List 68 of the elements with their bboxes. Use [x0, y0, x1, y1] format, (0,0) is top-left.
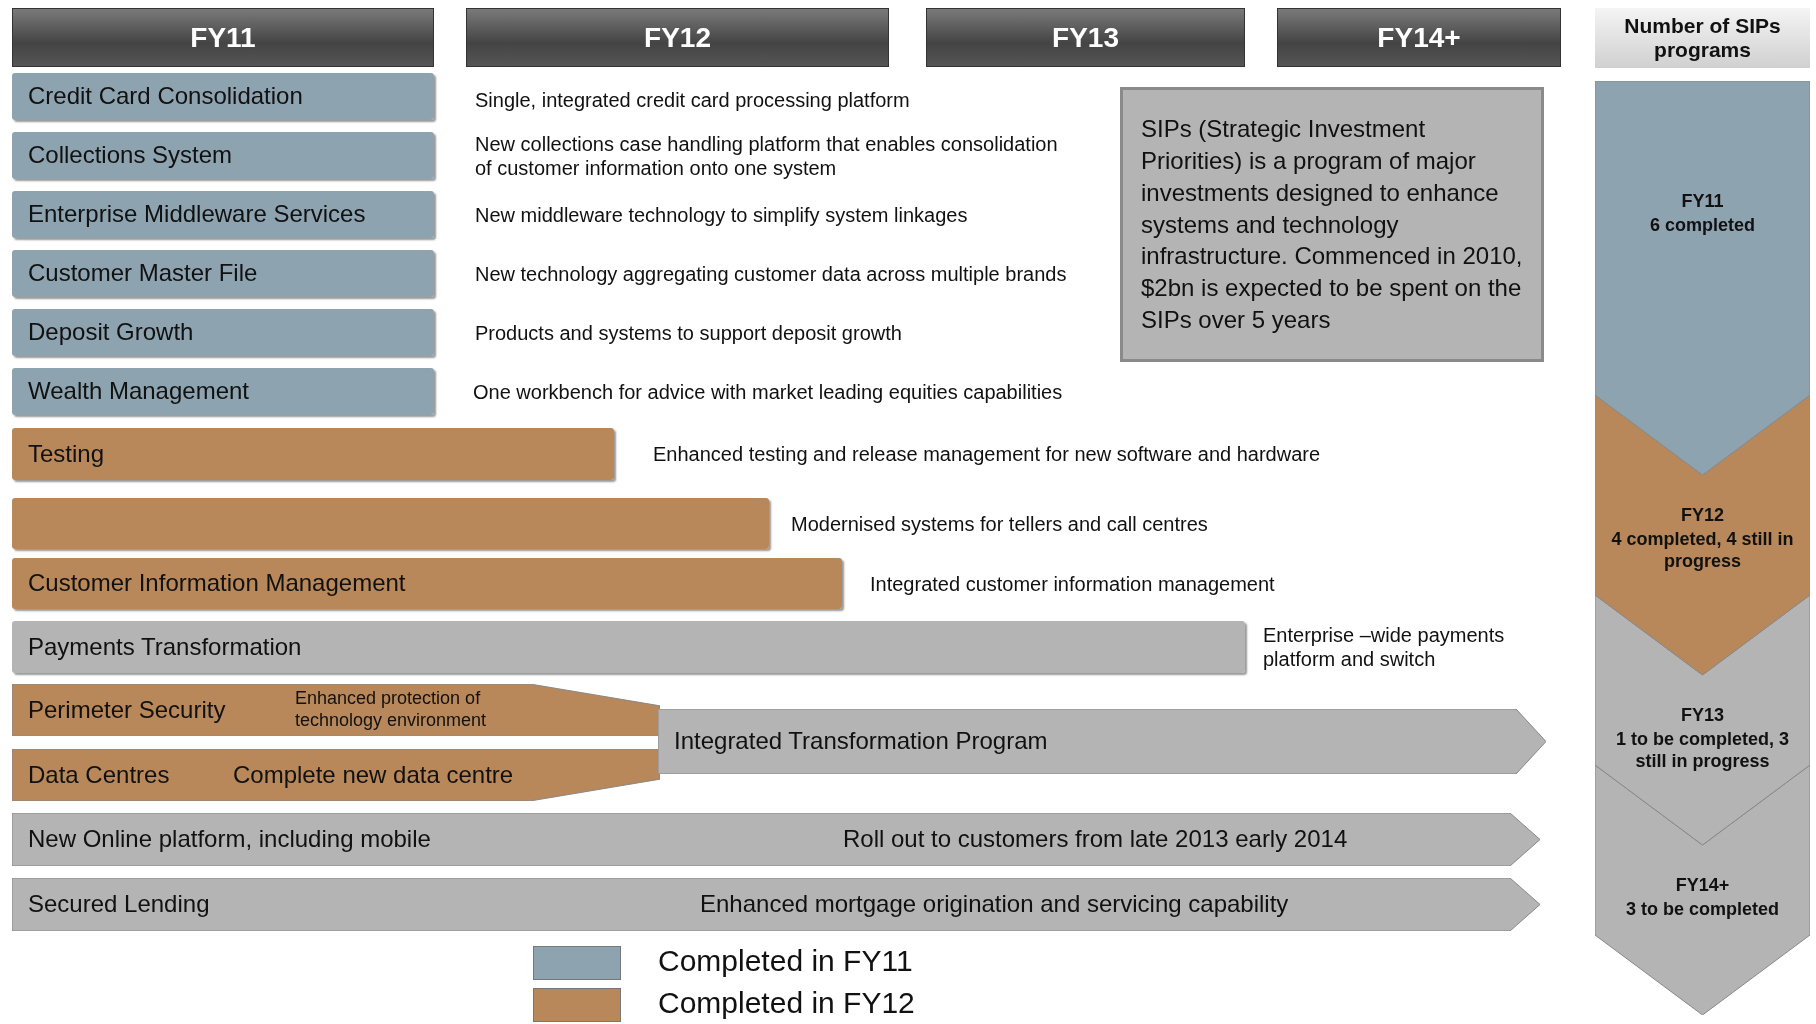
- program-bar: [12, 191, 434, 238]
- program-name: Secured Lending: [28, 889, 211, 920]
- program-bar: [12, 73, 434, 120]
- program-bar: [12, 878, 1540, 931]
- program-note: Complete new data centre: [233, 759, 515, 790]
- program-name: Testing: [28, 438, 106, 469]
- status-text: 6 completed: [1649, 215, 1756, 237]
- year-header: [12, 8, 434, 67]
- year-header: [926, 8, 1245, 67]
- header-text: FY12: [643, 20, 712, 55]
- year-label: FY14+: [1674, 875, 1731, 897]
- program-bar: [12, 558, 842, 609]
- year-header: [466, 8, 889, 67]
- description-text: Modernised systems for tellers and call centres: [791, 511, 1209, 537]
- description-text: Products and systems to support deposit growth: [475, 320, 903, 346]
- year-header: [1277, 8, 1561, 67]
- program-bar: [12, 368, 434, 415]
- status-text: 4 completed, 4 still in progress: [1610, 529, 1795, 573]
- program-name: Perimeter Security: [28, 694, 227, 725]
- program-name: Collections System: [28, 140, 234, 171]
- program-bar: [12, 250, 434, 297]
- program-name: Enterprise Middleware Services: [28, 199, 367, 230]
- program-bar: [12, 132, 434, 179]
- program-bar: [658, 709, 1546, 774]
- description-text: Enhanced testing and release management for new software and hardware: [653, 442, 1322, 467]
- year-label: FY11: [1680, 191, 1725, 213]
- description-text: New middleware technology to simplify system linkages: [475, 202, 969, 228]
- program-name: Data Centres: [28, 759, 171, 790]
- program-name: Credit Card Consolidation: [28, 81, 304, 112]
- program-name: Deposit Growth: [28, 317, 195, 348]
- header-text: Number of SIPs programs: [1623, 13, 1782, 63]
- program-bar: [12, 498, 769, 549]
- header-text: FY14+: [1376, 20, 1462, 55]
- info-text: SIPs (Strategic Investment Priorities) is a program of major investments designed to enhance systems and technology infrastructure. Commenced in 2010, $2bn is expected to be spent on the SIPs over 5 years: [1141, 113, 1524, 336]
- header-text: FY11: [189, 20, 257, 55]
- description-text: Enterprise –wide payments platform and switch: [1263, 623, 1506, 672]
- program-bar: [12, 309, 434, 356]
- description-text: Single, integrated credit card processing platform: [475, 88, 910, 113]
- program-name: Payments Transformation: [28, 631, 303, 662]
- year-label: FY12: [1680, 505, 1725, 527]
- program-bar: [12, 749, 660, 801]
- program-note: Enhanced mortgage origination and servicing capability: [700, 889, 1290, 920]
- description-text: One workbench for advice with market leading equities capabilities: [473, 379, 1064, 405]
- column-header: [1595, 8, 1810, 68]
- program-name: Integrated Transformation Program: [674, 726, 1049, 757]
- program-bar: [12, 813, 1540, 866]
- program-bar: [12, 621, 1245, 673]
- year-label: FY13: [1680, 705, 1725, 727]
- program-bar: [12, 428, 614, 480]
- chevron-shape: [1595, 395, 1810, 675]
- description-text: New technology aggregating customer data across multiple brands: [475, 261, 1068, 287]
- program-note: Enhanced protection of technology environment: [295, 687, 488, 732]
- legend-text: Completed in FY12: [658, 986, 915, 1020]
- header-text: FY13: [1051, 20, 1120, 55]
- status-text: 1 to be completed, 3 still in progress: [1614, 729, 1790, 773]
- description-text: New collections case handling platform that enables consolidation of customer information onto one system: [475, 132, 1059, 179]
- legend-text: Completed in FY11: [658, 944, 913, 978]
- program-name: New Online platform, including mobile: [28, 824, 432, 855]
- program-note: Roll out to customers from late 2013 early 2014: [843, 824, 1349, 855]
- chevron-shape: [1595, 81, 1810, 475]
- description-text: Integrated customer information management: [870, 571, 1276, 597]
- info-box: [1120, 87, 1544, 362]
- program-name: Wealth Management: [28, 376, 250, 407]
- status-text: 3 to be completed: [1625, 899, 1780, 921]
- program-bar: [12, 684, 660, 736]
- program-name: Customer Information Management: [28, 568, 407, 599]
- program-name: Customer Master File: [28, 258, 259, 289]
- chevron-shape: [1595, 595, 1810, 845]
